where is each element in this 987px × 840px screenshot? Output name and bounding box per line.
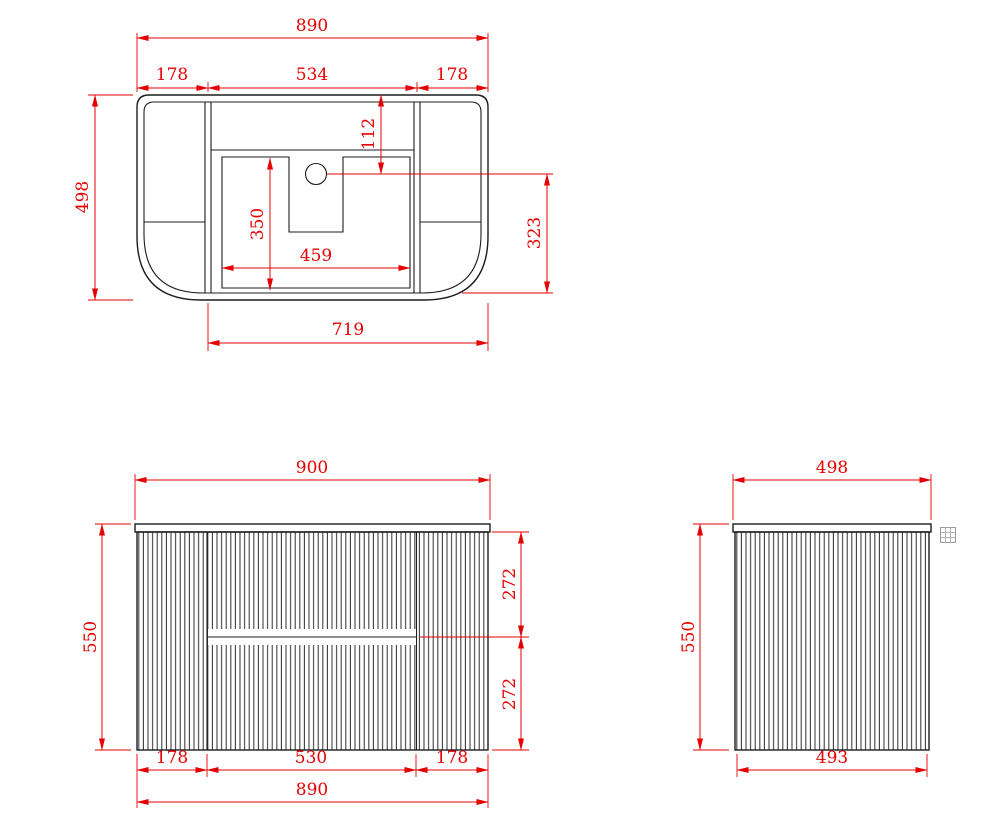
dim-side-bottom-depth: 493 — [816, 748, 848, 768]
dim-front-upper-drawer: 272 — [500, 568, 520, 600]
side-countertop — [732, 523, 932, 533]
dim-top-faucet-setback: 112 — [359, 118, 379, 150]
dim-front-center-section: 530 — [295, 748, 327, 768]
dim-top-right-section: 178 — [436, 65, 468, 85]
dim-front-cabinet-width: 890 — [296, 780, 328, 800]
dim-front-right-section: 178 — [436, 748, 468, 768]
dim-top-basin-width: 459 — [300, 246, 332, 266]
dim-front-lower-drawer: 272 — [500, 678, 520, 710]
side-view: 498 550 493 — [679, 458, 932, 777]
dim-top-overall-width: 890 — [296, 16, 328, 36]
dim-top-center-section: 534 — [296, 65, 328, 85]
side-view-dimension-lines — [697, 477, 932, 773]
dim-front-height: 550 — [81, 621, 101, 653]
side-body — [734, 531, 930, 751]
table-grid-icon — [940, 527, 956, 543]
faucet-hole — [304, 162, 328, 186]
top-view-inner-outline — [143, 101, 482, 294]
top-view-dimension-lines — [92, 35, 550, 346]
front-view: 900 550 272 272 178 530 178 890 — [81, 458, 529, 808]
dim-side-height: 550 — [679, 621, 699, 653]
top-view-outer-outline — [136, 94, 489, 301]
dim-top-basin-depth: 350 — [248, 208, 268, 240]
dim-side-top-depth: 498 — [816, 458, 848, 478]
top-view-dividers — [144, 102, 481, 293]
dim-top-rear-to-front: 323 — [525, 217, 545, 249]
top-view: 890 178 534 178 112 498 350 459 323 719 — [73, 16, 553, 351]
dim-top-overall-depth: 498 — [73, 181, 93, 213]
front-view-dimension-lines — [99, 477, 524, 805]
front-countertop — [134, 523, 491, 533]
dim-front-countertop-width: 900 — [296, 458, 328, 478]
dim-top-inner-width: 719 — [332, 320, 364, 340]
dim-front-left-section: 178 — [156, 748, 188, 768]
dim-top-left-section: 178 — [156, 65, 188, 85]
basin-outline — [221, 156, 411, 289]
